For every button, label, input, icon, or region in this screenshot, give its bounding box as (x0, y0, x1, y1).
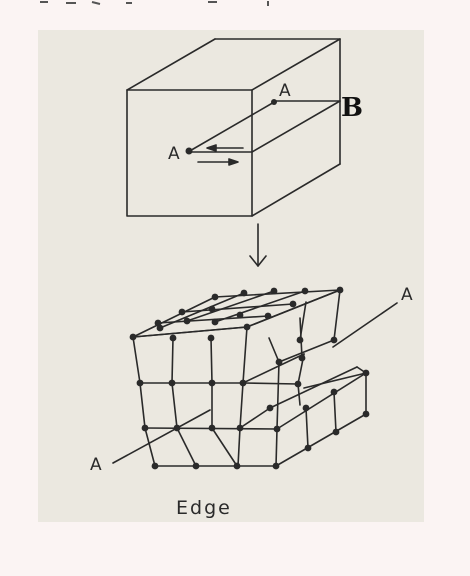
label-a-bottom: A (90, 455, 102, 475)
down-arrow (249, 223, 267, 267)
cropped-text-strip (40, 1, 269, 6)
label-a-left: A (168, 144, 180, 164)
slip-plane (187, 100, 341, 153)
figure-plate (38, 30, 424, 522)
dislocated-lattice (112, 289, 398, 467)
lattice-atoms (129, 99, 370, 470)
shear-arrows (197, 144, 244, 166)
label-a-right: A (401, 285, 413, 305)
label-b: B (341, 93, 363, 123)
label-a-top: A (279, 81, 291, 101)
crystal-block (126, 38, 341, 217)
caption-edge: Edge (176, 497, 232, 519)
